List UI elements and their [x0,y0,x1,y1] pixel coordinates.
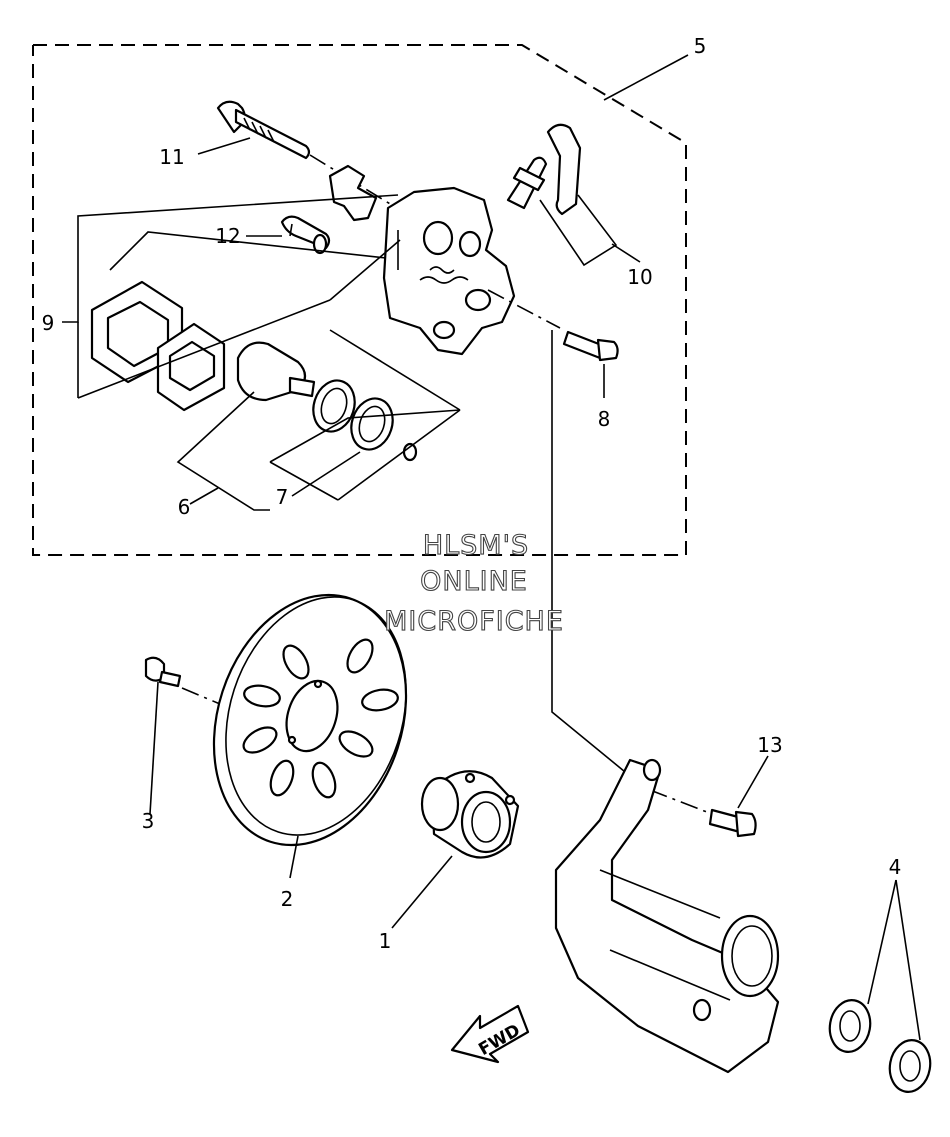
callout-3: 3 [142,809,155,833]
caliper-assembly-boundary [32,44,687,556]
callout-4: 4 [889,855,902,879]
callout-10: 10 [627,265,652,289]
alignment-line [551,330,631,777]
callout-11: 11 [159,145,184,169]
callout-6: 6 [178,495,191,519]
watermark-line-3: MICROFICHE [384,606,564,637]
leader-13 [737,755,769,809]
part-12-bleed-screw [280,215,331,255]
leader-4a [867,879,897,1005]
part-4-collar-nuts [828,999,932,1093]
callout-9: 9 [42,311,55,335]
callout-7: 7 [276,485,289,509]
part-6-piston [236,341,316,402]
forward-arrow-icon: FWD [450,1004,530,1064]
part-1-hub [420,770,520,859]
leader-5 [603,54,689,101]
callout-1: 1 [379,929,392,953]
leader-2 [289,835,299,879]
caliper-body [382,186,516,356]
leader-9 [62,194,399,323]
callout-5: 5 [694,34,707,58]
part-13-bolt [708,808,757,838]
leader-4b [895,879,921,1041]
part-11-pin-bolt [216,100,311,160]
leader-7 [269,409,461,463]
part-8-bolt [562,330,619,362]
part-3-disc-screw [144,656,182,688]
leader-1 [391,855,453,929]
leader-11 [197,137,251,155]
callout-2: 2 [281,887,294,911]
watermark-line-2: ONLINE [420,566,528,597]
watermark-line-1: HLSM'S [423,530,529,561]
leader-3 [149,681,159,815]
leader-6 [176,391,270,511]
part-9-brake-pads [90,280,226,412]
caliper-bracket [554,758,780,1074]
callout-12: 12 [215,224,240,248]
callout-13: 13 [757,733,782,757]
part-2-brake-disc [212,593,408,847]
leader-10 [539,194,618,267]
part-10-hose-fitting [506,123,582,216]
callout-8: 8 [598,407,611,431]
pad-spring-clip [328,164,378,222]
